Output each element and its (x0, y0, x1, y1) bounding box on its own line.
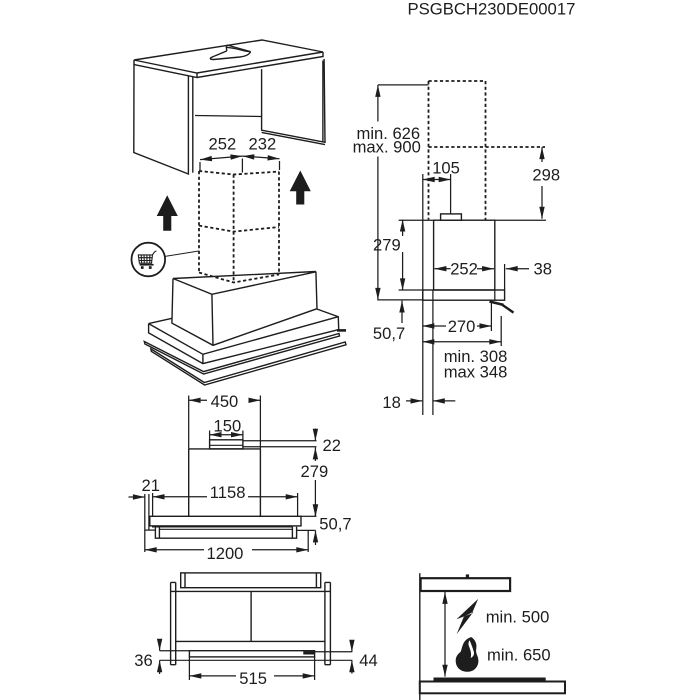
svg-text:279: 279 (373, 236, 401, 255)
svg-text:min. 500: min. 500 (486, 608, 550, 627)
svg-text:1200: 1200 (207, 544, 244, 563)
svg-text:232: 232 (249, 135, 277, 154)
svg-text:252: 252 (209, 135, 237, 154)
svg-text:min. 308: min. 308 (444, 347, 508, 366)
svg-text:22: 22 (323, 436, 341, 455)
svg-text:298: 298 (532, 165, 560, 184)
svg-text:21: 21 (142, 476, 160, 495)
svg-text:515: 515 (239, 669, 267, 688)
svg-text:50,7: 50,7 (319, 514, 351, 533)
svg-text:450: 450 (211, 392, 239, 411)
svg-text:50,7: 50,7 (373, 324, 405, 343)
svg-text:270: 270 (448, 317, 476, 336)
svg-text:1158: 1158 (210, 483, 246, 502)
svg-text:PSGBCH230DE00017: PSGBCH230DE00017 (408, 0, 576, 19)
svg-text:max 348: max 348 (444, 363, 508, 382)
svg-text:18: 18 (382, 393, 400, 412)
svg-text:279: 279 (301, 462, 329, 481)
svg-text:150: 150 (214, 417, 242, 436)
svg-text:38: 38 (534, 260, 552, 279)
svg-text:44: 44 (359, 651, 377, 670)
svg-text:min. 650: min. 650 (487, 645, 551, 664)
svg-text:36: 36 (134, 651, 152, 670)
svg-text:min. 626: min. 626 (357, 124, 421, 143)
svg-text:252: 252 (450, 260, 478, 279)
svg-text:max. 900: max. 900 (353, 138, 421, 157)
svg-text:105: 105 (432, 158, 460, 177)
